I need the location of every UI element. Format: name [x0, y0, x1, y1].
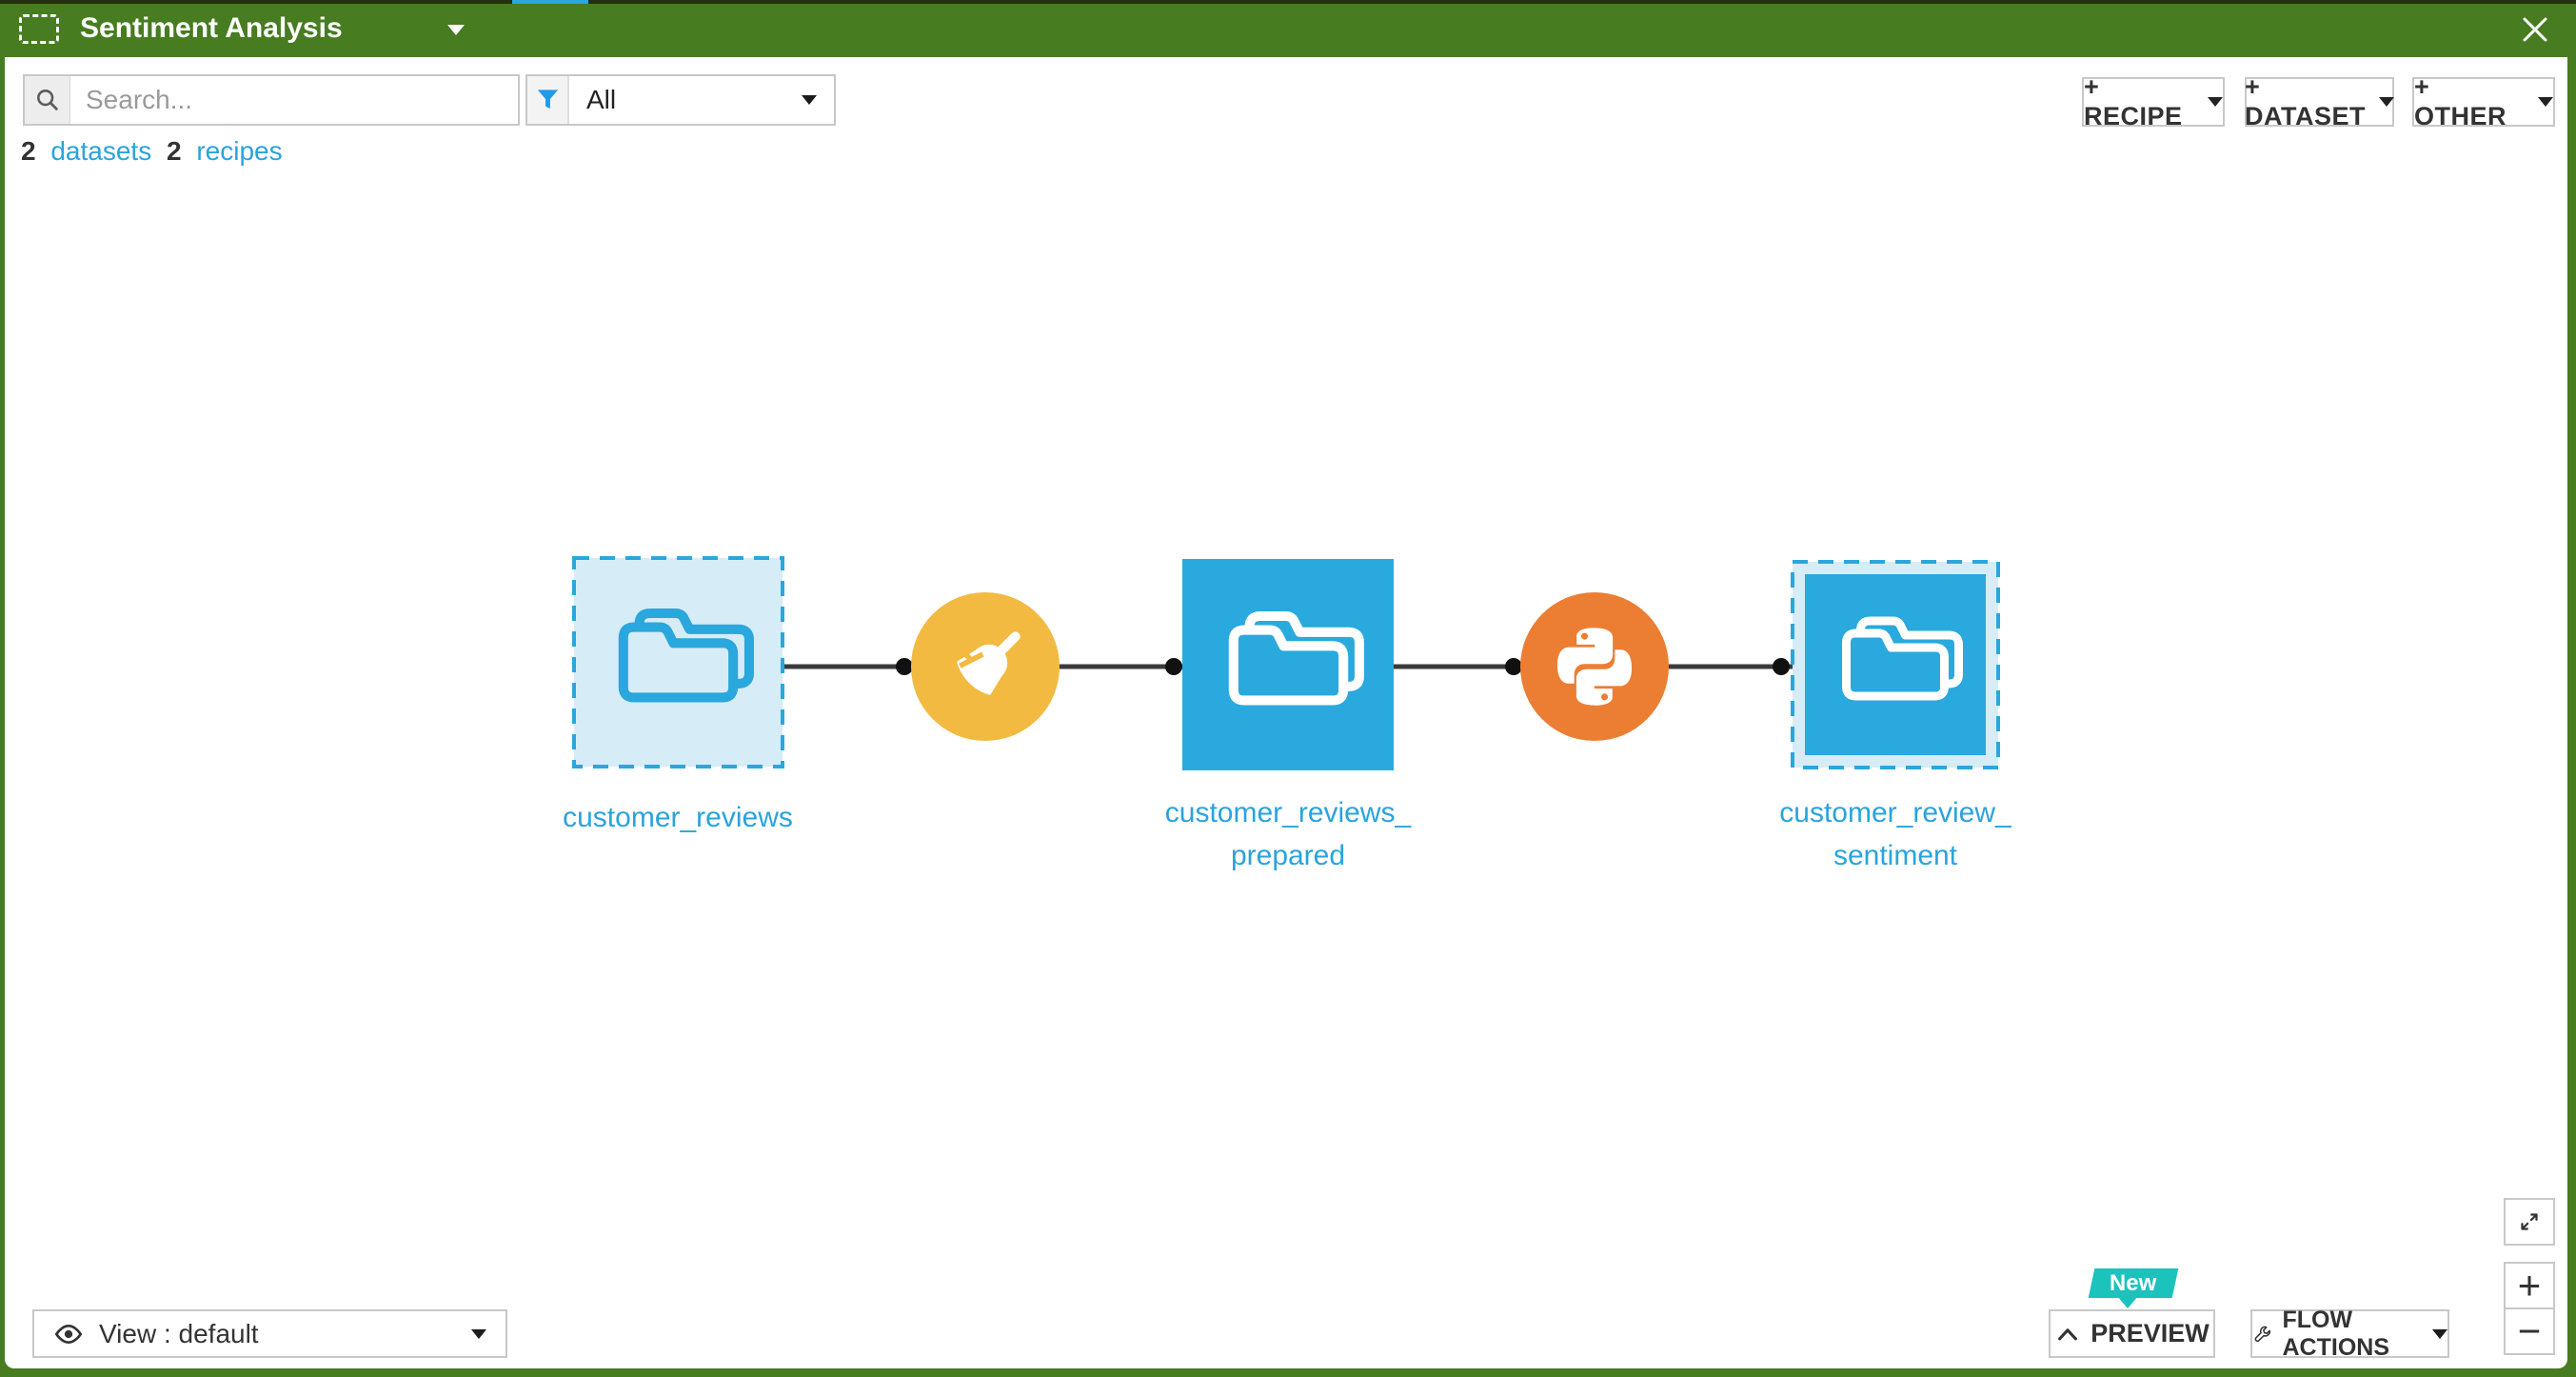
- view-selector[interactable]: View : default: [32, 1309, 507, 1358]
- zoom-out-button[interactable]: −: [2504, 1307, 2555, 1355]
- search-icon: [25, 76, 70, 124]
- zoom-in-button[interactable]: +: [2504, 1262, 2555, 1309]
- fullscreen-icon: [2521, 1213, 2538, 1230]
- titlebar: Sentiment Analysis: [0, 0, 2576, 57]
- preview-button[interactable]: PREVIEW: [2049, 1309, 2215, 1358]
- add-recipe-button[interactable]: + RECIPE: [2082, 72, 2225, 130]
- close-icon[interactable]: [2519, 13, 2551, 46]
- chevron-up-icon: [2058, 1327, 2078, 1340]
- chevron-down-icon: [2432, 1328, 2447, 1339]
- dataset-folder-icon: [1228, 610, 1364, 706]
- node-label[interactable]: customer_review_ sentiment: [1779, 797, 2011, 871]
- title-chevron-down-icon[interactable]: [447, 25, 465, 35]
- prepare-broom-icon: [957, 631, 1020, 695]
- chevron-down-icon: [2379, 97, 2394, 107]
- view-eye-icon: [54, 1324, 83, 1344]
- flow-dashed-icon: [19, 14, 59, 44]
- filter-icon: [527, 76, 569, 124]
- python-recipe-icon: [1556, 628, 1633, 706]
- preview-label: PREVIEW: [2091, 1319, 2209, 1347]
- wrench-icon: [2254, 1326, 2270, 1342]
- add-dataset-label: + DATASET: [2245, 72, 2367, 130]
- recipes-link[interactable]: recipes: [196, 136, 283, 166]
- filter-selected-value: All: [586, 85, 617, 114]
- flow-object-counts: 2 datasets 2 recipes: [21, 136, 290, 167]
- search-input[interactable]: [70, 76, 518, 124]
- flow-actions-button[interactable]: FLOW ACTIONS: [2250, 1307, 2449, 1361]
- add-recipe-label: + RECIPE: [2084, 72, 2183, 130]
- new-badge: New: [2088, 1268, 2179, 1298]
- node-label[interactable]: customer_reviews_ prepared: [1164, 797, 1412, 871]
- recipes-count: 2: [167, 136, 182, 166]
- add-other-label: + OTHER: [2414, 72, 2507, 130]
- chevron-down-icon: [2538, 97, 2553, 107]
- dataset-node-customer-reviews-prepared[interactable]: [1182, 559, 1394, 770]
- python-recipe-node[interactable]: [1520, 592, 1669, 741]
- zoom-controls: + −: [2504, 1262, 2555, 1355]
- chevron-down-icon: [2208, 97, 2223, 107]
- view-chevron-down-icon: [471, 1328, 486, 1339]
- dataset-node-customer-review-sentiment[interactable]: [1790, 559, 2001, 770]
- filter-dropdown[interactable]: All: [525, 74, 836, 126]
- view-label: View : default: [99, 1318, 259, 1348]
- fullscreen-button[interactable]: [2504, 1198, 2555, 1246]
- node-label[interactable]: customer_reviews: [563, 802, 793, 833]
- datasets-link[interactable]: datasets: [50, 136, 152, 166]
- page-title[interactable]: Sentiment Analysis: [80, 12, 343, 44]
- datasets-count: 2: [21, 136, 36, 166]
- filter-chevron-down-icon: [802, 95, 817, 105]
- new-badge-tail: [2117, 1296, 2138, 1308]
- flow-actions-label: FLOW ACTIONS: [2282, 1306, 2390, 1361]
- prepare-recipe-node[interactable]: [911, 592, 1060, 741]
- add-dataset-button[interactable]: + DATASET: [2245, 72, 2394, 130]
- dataset-folder-icon: [1842, 616, 1963, 701]
- search-box[interactable]: [23, 74, 520, 126]
- top-edge-accent: [512, 0, 588, 4]
- dataset-folder-icon: [618, 608, 754, 703]
- dataset-node-customer-reviews[interactable]: [571, 555, 785, 769]
- top-edge-strip: [0, 0, 2576, 4]
- add-other-button[interactable]: + OTHER: [2412, 72, 2555, 130]
